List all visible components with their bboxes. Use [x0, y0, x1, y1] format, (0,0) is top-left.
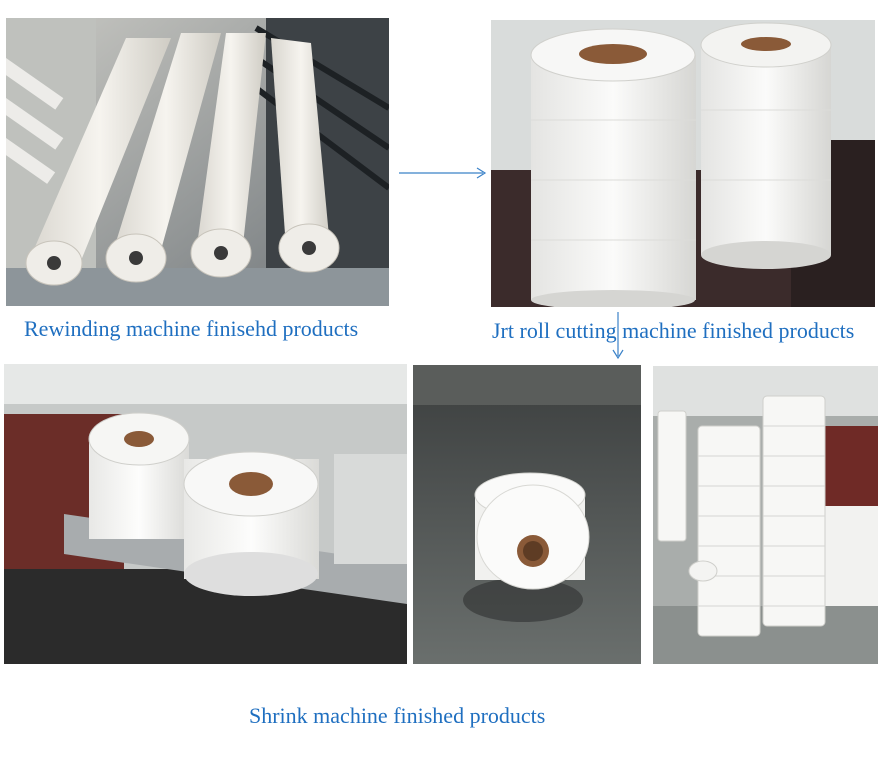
caption-rewinding: Rewinding machine finisehd products: [24, 316, 359, 341]
single-roll-image: [413, 365, 641, 664]
arrow-down-icon: [612, 312, 624, 360]
caption-jrt-cutting: Jrt roll cutting machine finished produc…: [492, 318, 855, 343]
shrink-conveyor-image: [4, 364, 407, 664]
photo-jrt-cut-rolls: [491, 20, 875, 307]
photo-single-roll: [413, 365, 641, 664]
photo-stacked-rolls: [653, 366, 878, 664]
caption-shrink: Shrink machine finished products: [249, 703, 546, 728]
arrow-right-icon: [399, 167, 487, 179]
jrt-cut-rolls-image: [491, 20, 875, 307]
stacked-rolls-image: [653, 366, 878, 664]
rewinding-rolls-image: [6, 18, 389, 306]
photo-shrink-conveyor: [4, 364, 407, 664]
photo-rewinding-rolls: [6, 18, 389, 306]
